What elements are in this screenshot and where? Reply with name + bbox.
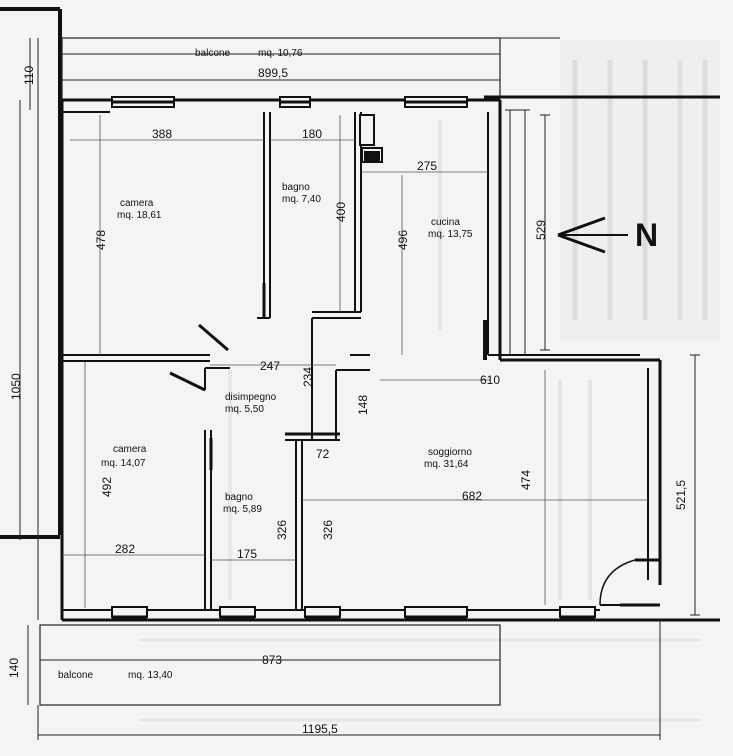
reference-lines (62, 115, 648, 608)
room-area-bagno-1: mq. 7,40 (282, 194, 321, 205)
dim-610: 610 (480, 373, 500, 387)
dim-234: 234 (301, 367, 315, 387)
balcony-bottom-name: balcone (58, 670, 93, 681)
dim-1050: 1050 (9, 373, 23, 400)
dim-496: 496 (396, 230, 410, 250)
room-name-bagno-2: bagno (225, 492, 253, 503)
doors (169, 283, 660, 606)
dim-529: 529 (534, 220, 548, 240)
dim-247: 247 (260, 359, 280, 373)
dim-326-b: 326 (321, 520, 335, 540)
balcony-top-name: balcone (195, 48, 230, 59)
dim-521-5: 521,5 (674, 480, 688, 510)
dim-682: 682 (462, 489, 482, 503)
dim-388: 388 (152, 127, 172, 141)
north-arrow-icon (557, 216, 628, 254)
room-name-bagno-1: bagno (282, 182, 310, 193)
dim-275: 275 (417, 159, 437, 173)
dim-148: 148 (356, 395, 370, 415)
dim-326-a: 326 (275, 520, 289, 540)
dim-140: 140 (7, 658, 21, 678)
background-texture (140, 40, 720, 722)
dim-873: 873 (262, 653, 282, 667)
dim-474: 474 (519, 470, 533, 490)
dim-492: 492 (100, 477, 114, 497)
room-area-camera-2: mq. 14,07 (101, 458, 146, 469)
windows (111, 96, 596, 619)
room-area-soggiorno: mq. 31,64 (424, 459, 469, 470)
dim-72: 72 (316, 447, 330, 461)
north-label: N (635, 217, 658, 253)
room-area-bagno-2: mq. 5,89 (223, 504, 262, 515)
room-name-camera-1: camera (120, 198, 154, 209)
room-name-disimpegno: disimpegno (225, 392, 277, 403)
room-area-cucina: mq. 13,75 (428, 229, 473, 240)
room-name-camera-2: camera (113, 444, 147, 455)
room-area-disimpegno: mq. 5,50 (225, 404, 264, 415)
dim-282: 282 (115, 542, 135, 556)
dim-400: 400 (334, 202, 348, 222)
room-area-camera-1: mq. 18,61 (117, 210, 162, 221)
balcony-bottom (39, 624, 501, 706)
balcony-bottom-area: mq. 13,40 (128, 670, 173, 681)
room-name-cucina: cucina (431, 217, 460, 228)
balcony-top-area: mq. 10,76 (258, 48, 303, 59)
dim-478: 478 (94, 230, 108, 250)
dim-110: 110 (22, 66, 36, 85)
dim-175: 175 (237, 547, 257, 561)
room-name-soggiorno: soggiorno (428, 447, 472, 458)
dim-180: 180 (302, 127, 322, 141)
dim-899-5: 899,5 (258, 66, 288, 80)
dim-1195-5: 1195,5 (302, 722, 338, 736)
